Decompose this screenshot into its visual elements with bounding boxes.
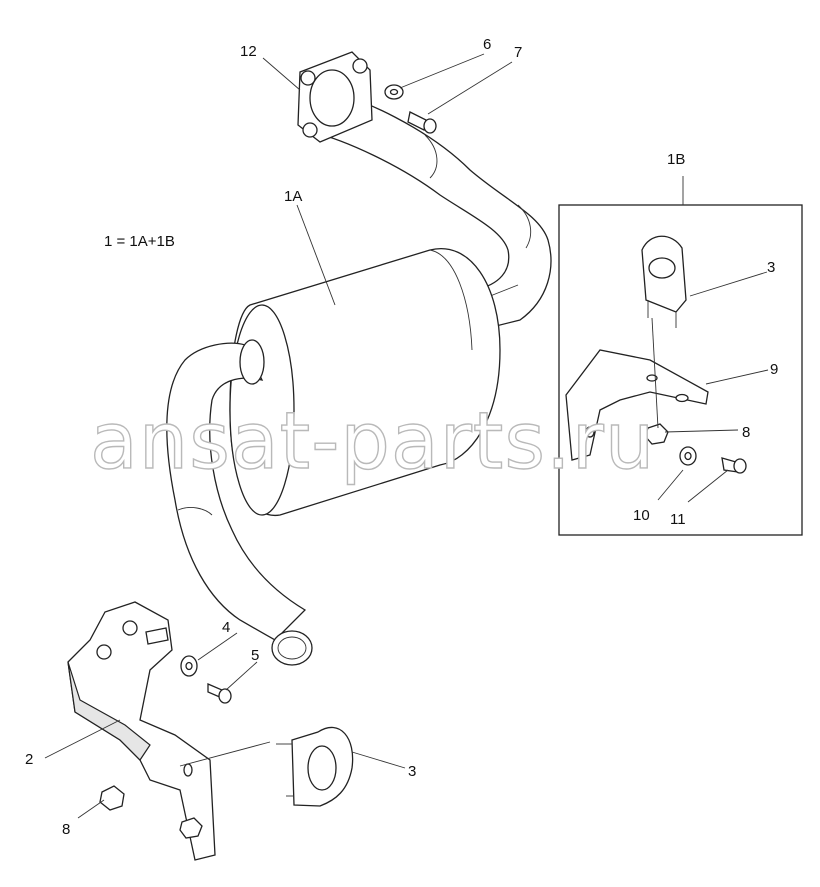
- label-1A: 1A: [284, 188, 302, 205]
- bolt-11: [721, 457, 747, 474]
- washer-4: [180, 655, 198, 677]
- front-pipe: [166, 339, 313, 666]
- label-9: 9: [770, 361, 778, 378]
- label-7: 7: [514, 44, 522, 61]
- label-5: 5: [251, 647, 259, 664]
- bolt-7: [407, 111, 437, 134]
- washer-10: [679, 446, 697, 466]
- label-1B: 1B: [667, 151, 685, 168]
- label-2: 2: [25, 751, 33, 768]
- nut-8-lower-b: [179, 817, 203, 839]
- label-10: 10: [633, 507, 650, 524]
- bolt-5: [207, 683, 232, 704]
- watermark: ansat-parts.ru: [90, 397, 655, 487]
- label-4: 4: [222, 619, 230, 636]
- label-6: 6: [483, 36, 491, 53]
- label-12: 12: [240, 43, 257, 60]
- tail-pipe: [311, 87, 552, 331]
- flange-gasket-12: [297, 51, 373, 143]
- label-3-inset: 3: [767, 259, 775, 276]
- clamp-3: [276, 726, 354, 807]
- nut-8-inset: [644, 423, 669, 445]
- bracket-9: [565, 349, 709, 461]
- label-8-inset: 8: [742, 424, 750, 441]
- label-8: 8: [62, 821, 70, 838]
- assembly-formula: 1 = 1A+1B: [104, 233, 175, 250]
- label-11: 11: [670, 511, 686, 528]
- nut-8-lower-a: [99, 785, 125, 811]
- label-3: 3: [408, 763, 416, 780]
- bracket-2: [67, 601, 216, 861]
- clamp-3-inset: [641, 235, 687, 328]
- leader-lines: [44, 53, 769, 819]
- washer-6: [384, 84, 404, 100]
